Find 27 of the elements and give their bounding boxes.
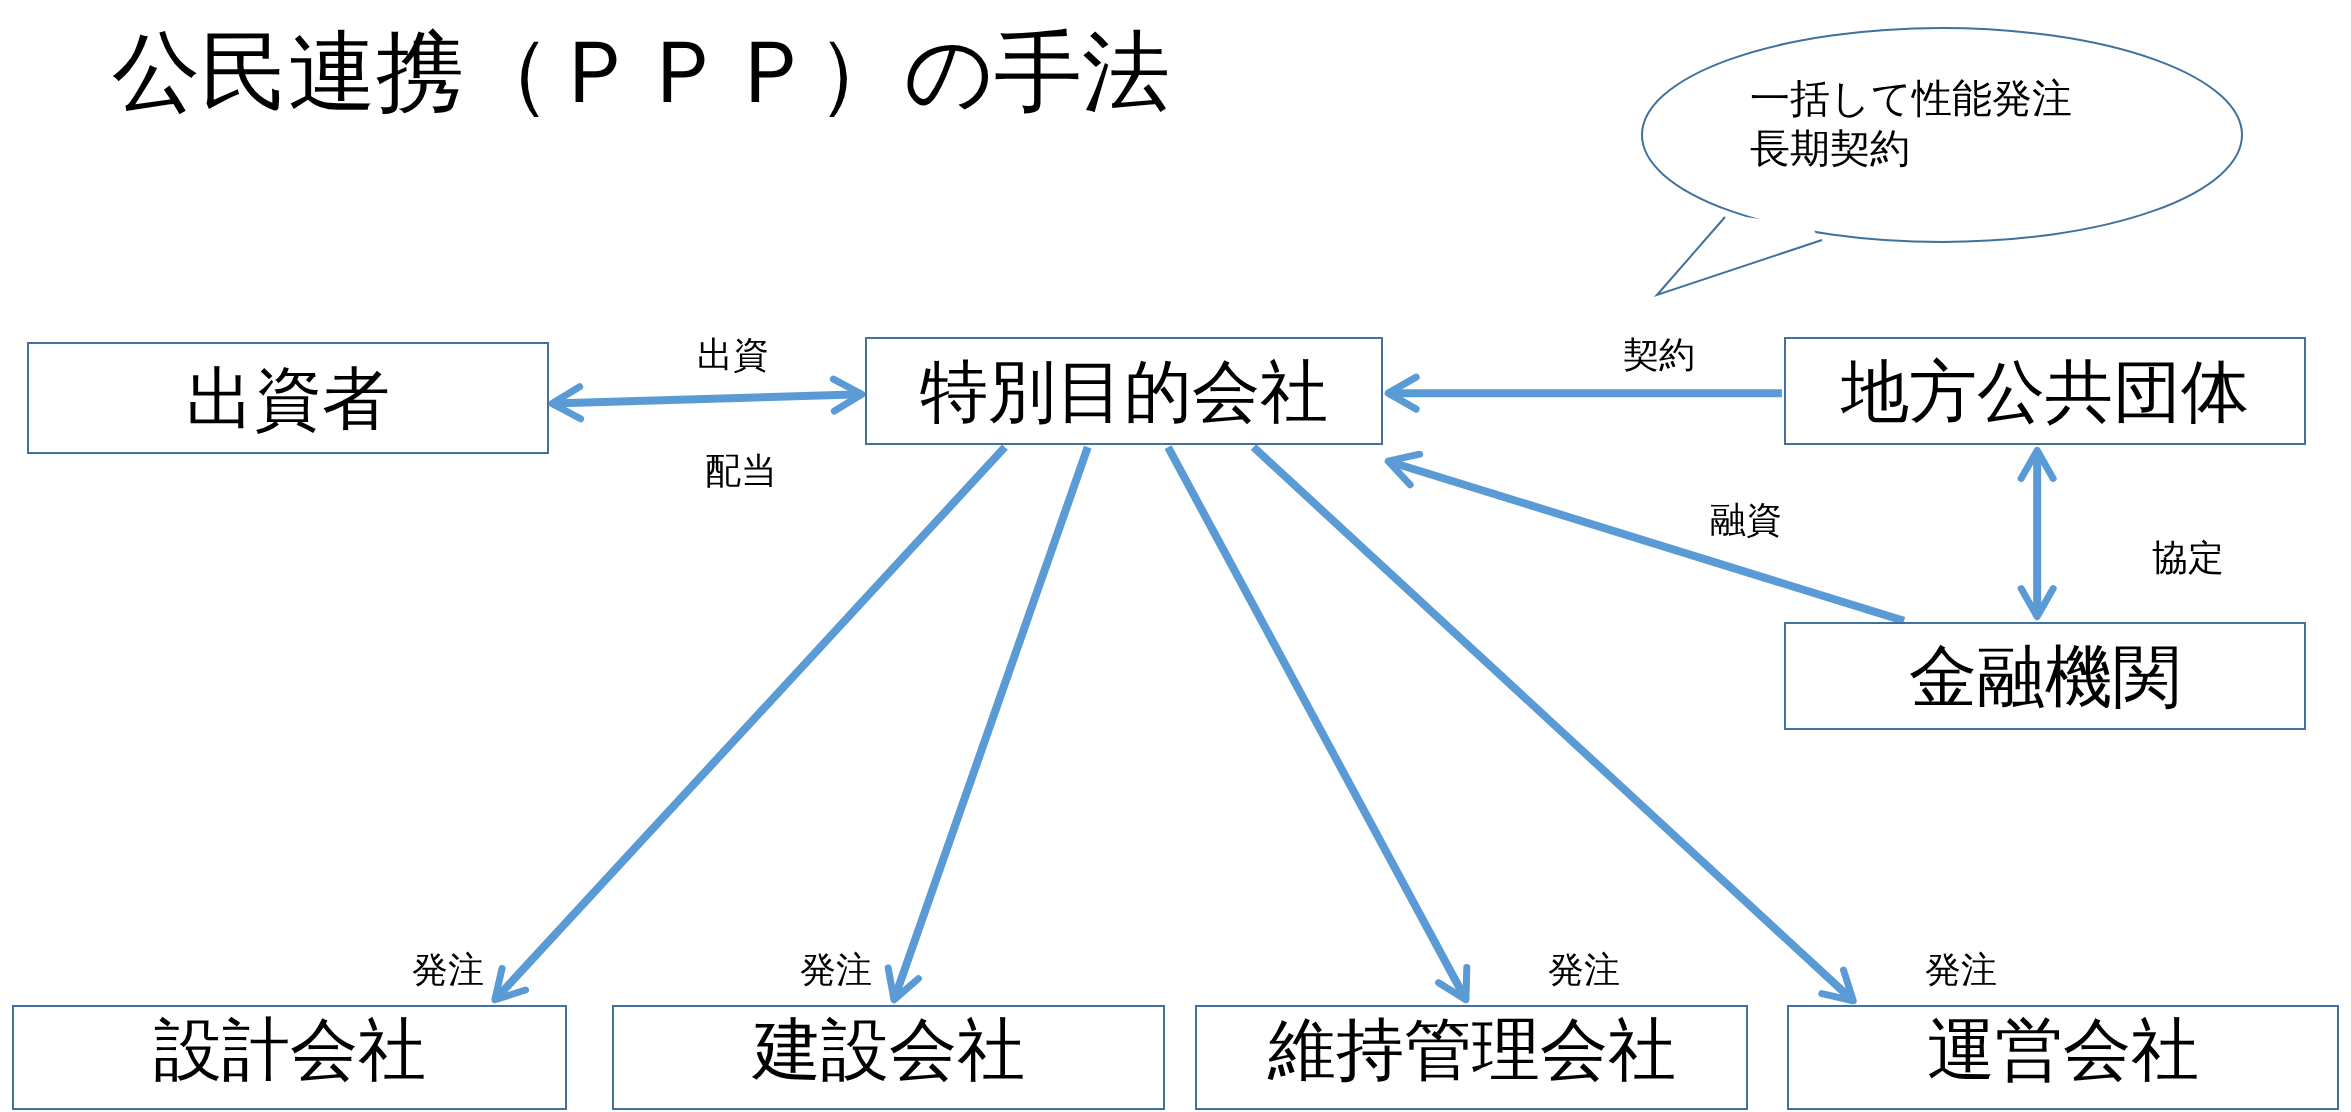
arrow (1164, 445, 1471, 1004)
org-box: 出資者 (27, 342, 549, 454)
edge-label: 発注 (1548, 952, 1620, 988)
edge-label: 融資 (1710, 502, 1782, 538)
org-box: 特別目的会社 (865, 337, 1383, 445)
arrow (491, 444, 1008, 1004)
edge-label: 出資 (697, 337, 769, 373)
edge-label: 発注 (1925, 952, 1997, 988)
arrow (2017, 446, 2057, 621)
org-box: 金融機関 (1784, 622, 2306, 730)
title: 公民連携（ＰＰＰ）の手法 (112, 28, 1170, 116)
edge-label: 発注 (800, 952, 872, 988)
arrow (1384, 450, 1906, 625)
edge-label: 発注 (412, 952, 484, 988)
arrow (884, 445, 1092, 1004)
org-box: 設計会社 (12, 1005, 567, 1110)
edge-label: 契約 (1623, 337, 1695, 373)
arrow (548, 375, 866, 423)
arrow (1250, 444, 1857, 1005)
label-text: 配当 (705, 453, 777, 489)
org-box: 地方公共団体 (1784, 337, 2306, 445)
org-box: 建設会社 (612, 1005, 1165, 1110)
callout-text: 長期契約 (1750, 125, 1911, 172)
org-box: 運営会社 (1787, 1005, 2339, 1110)
callout-text: 一括して性能発注 (1750, 75, 2072, 122)
edge-label: 協定 (2152, 540, 2224, 576)
org-box: 維持管理会社 (1195, 1005, 1748, 1110)
